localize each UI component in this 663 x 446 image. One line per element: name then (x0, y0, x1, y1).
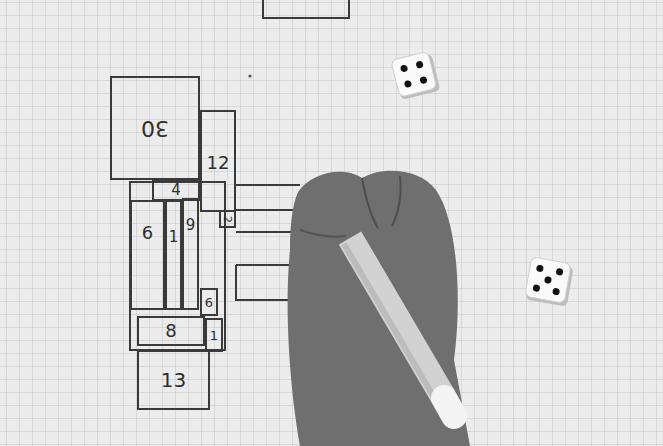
pencil-dot (248, 74, 251, 77)
die-five (524, 257, 574, 307)
score-rectangle: 12 (200, 110, 236, 212)
score-number: 8 (165, 322, 176, 340)
score-rectangle: 6 (130, 200, 165, 310)
score-rectangle: 9 (182, 198, 199, 310)
score-number: 1 (169, 230, 179, 245)
score-rectangle: 8 (137, 316, 205, 346)
hand (288, 171, 470, 446)
score-rectangle: 30 (110, 76, 200, 180)
score-number: 12 (207, 154, 230, 172)
score-rectangle: 6 (200, 288, 218, 316)
score-number: 1 (210, 329, 218, 342)
score-rectangle: 2 (219, 210, 236, 228)
score-rectangle: 1 (205, 318, 223, 352)
score-number: 6 (142, 224, 153, 242)
score-number: 13 (161, 370, 186, 390)
score-number: 2 (222, 216, 233, 223)
score-rectangle: 13 (137, 350, 210, 410)
pencil (344, 238, 454, 416)
die-four (391, 51, 441, 101)
score-number: 9 (186, 218, 196, 233)
score-rectangle: 1 (165, 200, 182, 310)
score-number: 30 (141, 117, 169, 139)
score-number: 4 (171, 183, 181, 198)
score-number: 6 (205, 296, 213, 309)
